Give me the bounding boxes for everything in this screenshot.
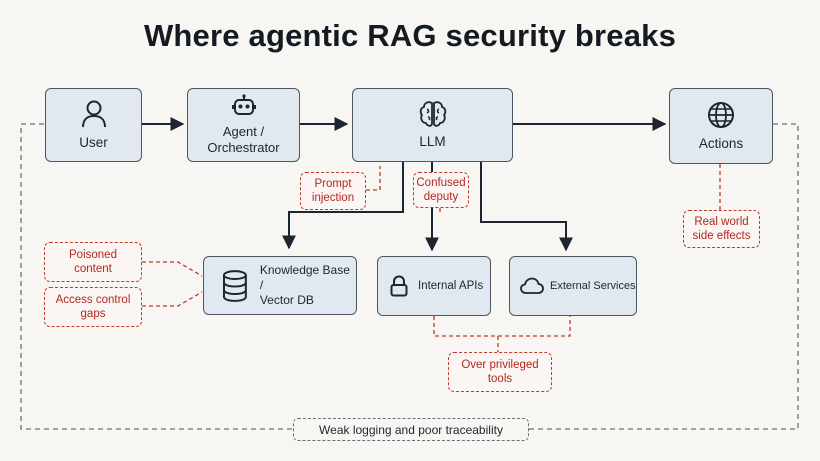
risk-prompt-injection: Prompt injection [300,172,366,210]
brain-icon [419,101,446,127]
node-user: User [45,88,142,162]
robot-icon [231,94,256,115]
footer-weak-logging: Weak logging and poor traceability [293,418,529,441]
risk-link-poisoned [142,261,203,277]
trace-loop-left [20,123,293,430]
risk-link-prompt [366,166,381,191]
node-llm-label: LLM [419,134,446,149]
database-icon [222,269,247,302]
node-agent: Agent / Orchestrator [187,88,300,162]
risk-access-control-gaps: Access control gaps [44,287,142,327]
node-agent-label: Agent / Orchestrator [207,124,280,155]
node-llm: LLM [352,88,513,162]
node-knowledge-base: Knowledge Base / Vector DB [203,256,357,315]
risk-link-over-privileged [433,316,571,352]
node-actions: Actions [669,88,773,164]
node-external-services: External Services [509,256,637,316]
node-internal-apis: Internal APIs [377,256,491,316]
node-knowledge-label: Knowledge Base / Vector DB [259,263,350,307]
globe-icon [708,101,734,128]
risk-link-access [142,291,203,307]
diagram-title: Where agentic RAG security breaks [143,18,677,53]
risk-poisoned-content: Poisoned content [44,242,142,282]
node-external-label: External Services [550,280,636,292]
arrow-llm-external [480,162,573,252]
user-icon [81,100,106,128]
risk-confused-deputy: Confused deputy [413,172,469,208]
node-apis-label: Internal APIs [418,280,484,292]
arrow-llm-knowledge [282,162,404,250]
node-actions-label: Actions [698,135,744,151]
risk-real-world-side-effects: Real world side effects [683,210,760,248]
lock-icon [390,275,408,297]
node-user-label: User [79,135,108,150]
cloud-icon [520,277,544,294]
risk-over-privileged-tools: Over privileged tools [448,352,552,392]
trace-loop-right [529,123,799,430]
